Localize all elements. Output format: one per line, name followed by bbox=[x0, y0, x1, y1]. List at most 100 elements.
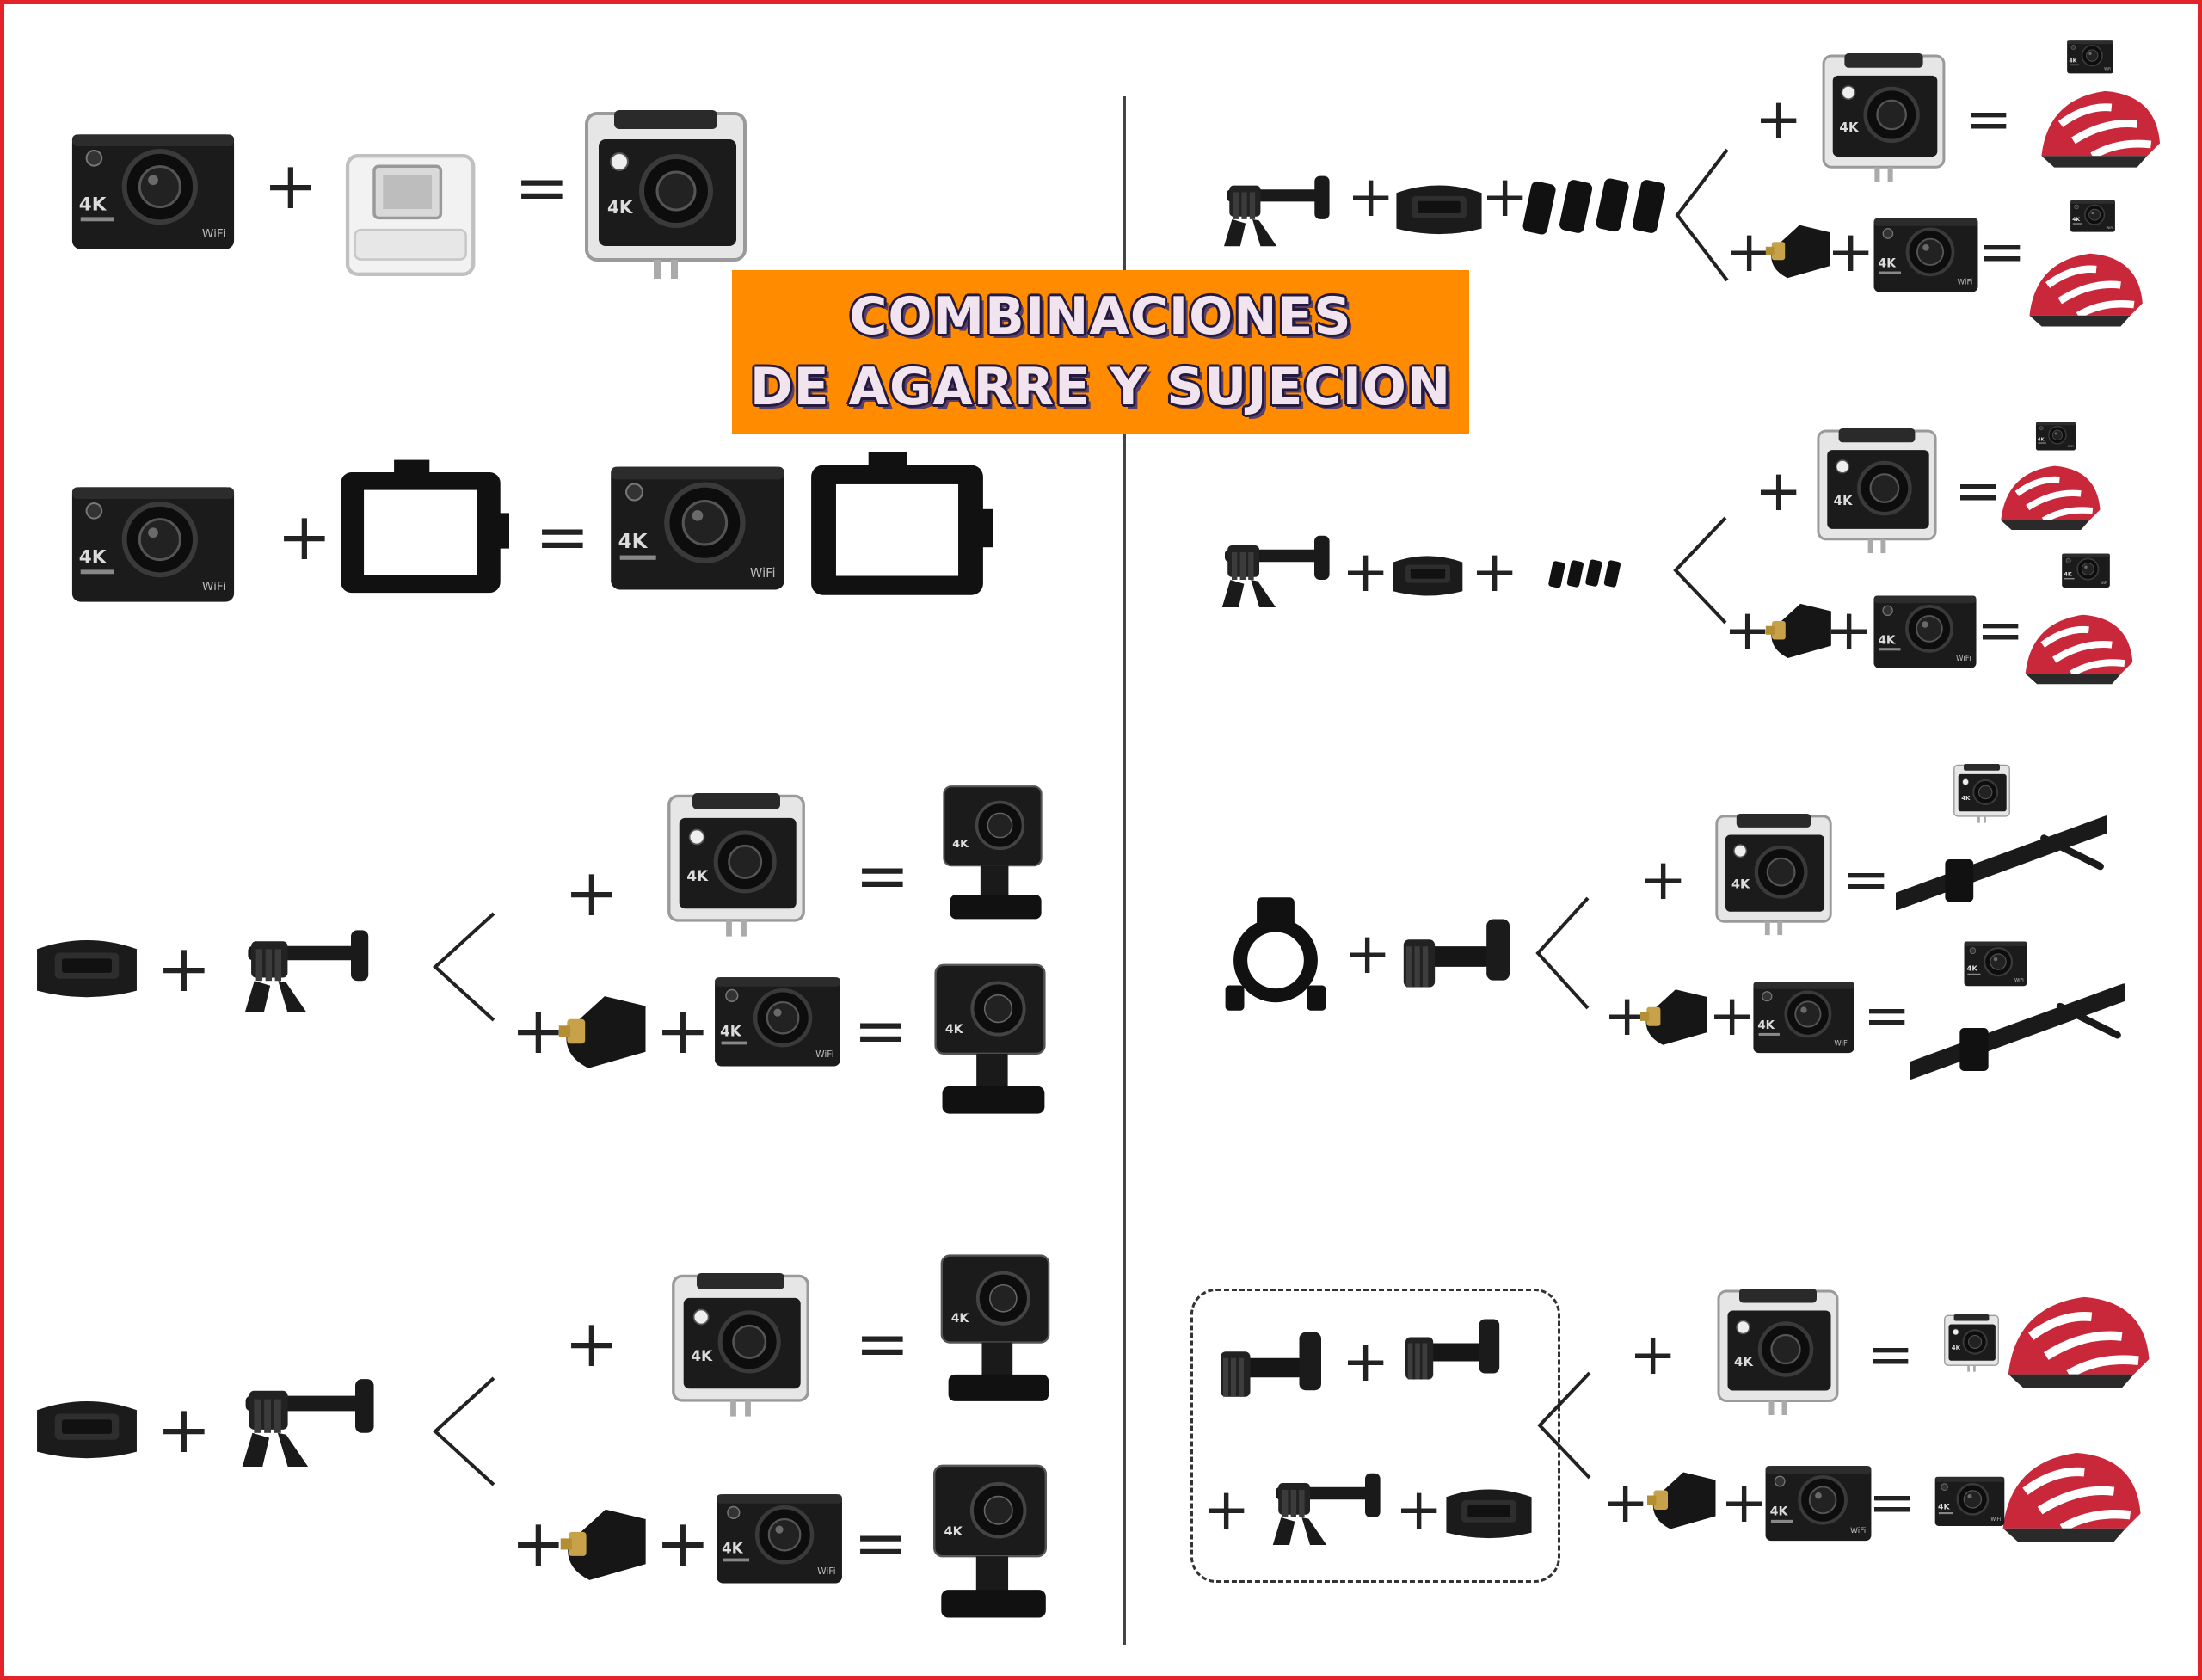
camera-in-housing-icon bbox=[1713, 1289, 1842, 1418]
plus-sign: + bbox=[1395, 1476, 1443, 1542]
center-divider bbox=[1123, 96, 1126, 1645]
plus-sign: + bbox=[277, 498, 332, 575]
plus-sign: + bbox=[1342, 1328, 1390, 1394]
tripod-adapter-icon bbox=[1638, 984, 1713, 1048]
j-hook-mount-icon bbox=[1261, 1462, 1400, 1559]
handlebar-clamp-icon bbox=[1213, 881, 1338, 1027]
equals-sign: = bbox=[853, 1505, 908, 1581]
camera-on-buckle-icon bbox=[920, 1445, 1060, 1640]
tripod-adapter-icon bbox=[1763, 218, 1836, 282]
plus-sign: + bbox=[1720, 1469, 1768, 1535]
camera-icon bbox=[69, 127, 237, 255]
j-hook-mount-icon bbox=[1390, 907, 1526, 1006]
camera-icon bbox=[1934, 1473, 2006, 1529]
plus-sign: + bbox=[1629, 1321, 1677, 1388]
camera-icon bbox=[1872, 590, 1978, 673]
mount-group-box bbox=[1190, 1289, 1560, 1583]
plus-sign: + bbox=[1724, 597, 1772, 663]
flat-base-mount-icon bbox=[1438, 1469, 1540, 1555]
equals-sign: = bbox=[853, 992, 908, 1068]
plus-sign: + bbox=[1825, 597, 1873, 663]
housed-camera-on-buckle-icon bbox=[924, 1242, 1067, 1416]
equals-sign: = bbox=[1978, 218, 2027, 285]
tripod-adapter-icon bbox=[1645, 1466, 1722, 1533]
plus-sign: + bbox=[1342, 538, 1390, 605]
camera-icon bbox=[712, 972, 843, 1070]
plus-sign: + bbox=[157, 1391, 212, 1468]
j-hook-mount-icon bbox=[1213, 165, 1349, 260]
flat-base-mount-icon bbox=[1387, 542, 1469, 607]
plus-sign: + bbox=[263, 147, 318, 224]
plus-sign: + bbox=[1708, 982, 1756, 1049]
plus-sign: + bbox=[1602, 1469, 1650, 1535]
helmet-with-camera-icon bbox=[2035, 79, 2162, 175]
plus-sign: + bbox=[511, 1505, 566, 1581]
equals-sign: = bbox=[1965, 86, 2013, 152]
camera-in-housing-icon bbox=[1811, 428, 1942, 556]
branch-bracket-icon bbox=[433, 912, 495, 1022]
extension-arm-icon bbox=[1208, 1325, 1337, 1411]
plus-sign: + bbox=[511, 992, 566, 1068]
banner-title-line-2: DE AGARRE Y SUJECION bbox=[749, 357, 1452, 417]
camera-in-housing-icon bbox=[1818, 53, 1949, 184]
helmet-with-camera-icon bbox=[2020, 600, 2135, 695]
equals-sign: = bbox=[1868, 1469, 1916, 1535]
camera-icon bbox=[1763, 1459, 1873, 1547]
camera-on-base-icon bbox=[920, 951, 1060, 1129]
camera-icon bbox=[69, 480, 237, 607]
camera-icon bbox=[1963, 938, 2028, 989]
camera-icon bbox=[2035, 420, 2076, 452]
camera-icon bbox=[1935, 1314, 2008, 1373]
equals-sign: = bbox=[1954, 458, 2002, 524]
plus-sign: + bbox=[564, 854, 619, 931]
plus-sign: + bbox=[1755, 458, 1803, 524]
frame-mount-back-icon bbox=[802, 451, 993, 606]
branch-bracket-icon bbox=[1675, 148, 1729, 282]
plus-sign: + bbox=[1471, 538, 1519, 605]
branch-bracket-icon bbox=[1673, 516, 1727, 625]
tripod-adapter-icon bbox=[557, 1500, 654, 1586]
plus-sign: + bbox=[1202, 1476, 1251, 1542]
adhesive-pads-icon bbox=[1522, 172, 1669, 241]
plus-sign: + bbox=[1639, 846, 1688, 913]
equals-sign: = bbox=[1863, 982, 1911, 1049]
equals-sign: = bbox=[855, 837, 910, 914]
helmet-with-camera-icon bbox=[1996, 1428, 2144, 1562]
banner-title-line-1: COMBINACIONES bbox=[849, 286, 1352, 347]
camera-in-housing-icon bbox=[659, 793, 814, 939]
helmet-with-camera-icon bbox=[1996, 456, 2102, 537]
extension-arm-icon bbox=[1393, 1308, 1514, 1397]
camera-in-housing-icon bbox=[580, 110, 752, 282]
camera-icon bbox=[2070, 198, 2116, 234]
plus-sign: + bbox=[655, 1505, 710, 1581]
camera-icon bbox=[1751, 975, 1856, 1058]
plus-sign: + bbox=[1481, 163, 1529, 230]
helmet-with-camera-icon bbox=[2021, 243, 2147, 334]
camera-icon bbox=[1942, 764, 2021, 824]
camera-icon bbox=[2066, 38, 2114, 76]
buckle-mount-icon bbox=[1211, 520, 1349, 626]
plus-sign: + bbox=[1347, 163, 1395, 230]
camera-in-frame-icon bbox=[607, 454, 788, 600]
plus-sign: + bbox=[655, 992, 710, 1068]
flat-base-mount-icon bbox=[1388, 163, 1490, 253]
buckle-mount-icon bbox=[229, 1356, 397, 1493]
plus-sign: + bbox=[564, 1305, 619, 1382]
camera-icon bbox=[2061, 551, 2111, 590]
frame-mount-icon bbox=[332, 459, 509, 602]
equals-sign: = bbox=[1977, 597, 2025, 663]
title-banner: COMBINACIONES DE AGARRE Y SUJECION bbox=[732, 270, 1469, 434]
waterproof-housing-icon bbox=[337, 138, 485, 292]
plus-sign: + bbox=[1725, 218, 1774, 285]
tripod-adapter-icon bbox=[556, 988, 654, 1074]
camera-in-housing-icon bbox=[664, 1273, 817, 1419]
j-hook-mount-icon bbox=[232, 917, 391, 1029]
camera-in-housing-icon bbox=[1712, 812, 1836, 939]
camera-icon bbox=[714, 1488, 845, 1588]
plus-sign: + bbox=[1344, 920, 1392, 987]
plus-sign: + bbox=[1755, 86, 1803, 152]
branch-bracket-icon bbox=[1535, 896, 1590, 1010]
equals-sign: = bbox=[1867, 1321, 1915, 1388]
equals-sign: = bbox=[855, 1305, 910, 1382]
